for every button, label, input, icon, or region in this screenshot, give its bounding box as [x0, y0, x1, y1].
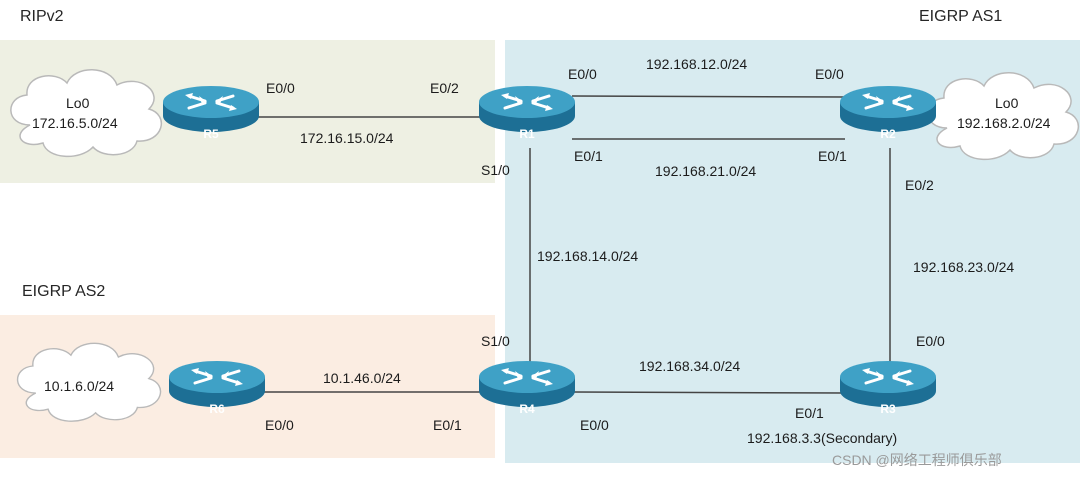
router-r1-label: R1	[519, 127, 535, 141]
router-icon	[161, 84, 261, 134]
iface-r1-e01: E0/1	[574, 148, 603, 164]
router-r2-label: R2	[880, 127, 896, 141]
subnet-r2-r3: 192.168.23.0/24	[913, 259, 1015, 275]
iface-r1-e00: E0/0	[568, 66, 597, 82]
subnet-r1-r4: 192.168.14.0/24	[537, 248, 639, 264]
iface-r1-s10: S1/0	[481, 162, 510, 178]
cloud-r2-line2: 192.168.2.0/24	[957, 115, 1051, 131]
router-r4-label: R4	[519, 402, 535, 416]
links	[258, 95, 891, 394]
router-r5-label: R5	[203, 127, 219, 141]
subnet-r5-r1: 172.16.15.0/24	[300, 130, 394, 146]
subnet-r4-r3: 192.168.34.0/24	[639, 358, 741, 374]
cloud-r2-line1: Lo0	[995, 95, 1019, 111]
router-icon	[477, 84, 577, 134]
cloud-r6-line1: 10.1.6.0/24	[44, 378, 115, 394]
iface-r2-e02: E0/2	[905, 177, 934, 193]
iface-r2-e00: E0/0	[815, 66, 844, 82]
router-r3-label: R3	[880, 402, 896, 416]
subnet-r1-r2-bottom: 192.168.21.0/24	[655, 163, 757, 179]
iface-r4-e01: E0/1	[433, 417, 462, 433]
router-icon	[838, 359, 938, 409]
subnet-r1-r2-top: 192.168.12.0/24	[646, 56, 748, 72]
iface-r4-s10: S1/0	[481, 333, 510, 349]
cloud-r5-line2: 172.16.5.0/24	[32, 115, 118, 131]
iface-r4-e00: E0/0	[580, 417, 609, 433]
router-icon	[477, 359, 577, 409]
iface-r3-e00: E0/0	[916, 333, 945, 349]
subnet-r6-r4: 10.1.46.0/24	[323, 370, 401, 386]
iface-r5-e00: E0/0	[266, 80, 295, 96]
rip-area-title: RIPv2	[20, 8, 64, 25]
iface-r2-e01: E0/1	[818, 148, 847, 164]
link-r1-r2-top	[571, 95, 846, 98]
eigrp-as1-title: EIGRP AS1	[919, 8, 1003, 25]
iface-r3-e01: E0/1	[795, 405, 824, 421]
router-icon	[167, 359, 267, 409]
iface-r6-e00: E0/0	[265, 417, 294, 433]
eigrp-as2-title: EIGRP AS2	[22, 283, 106, 300]
iface-r1-e02: E0/2	[430, 80, 459, 96]
router-r6-label: R6	[209, 402, 225, 416]
link-r4-r3	[573, 391, 847, 394]
subnet-r3-secondary: 192.168.3.3(Secondary)	[747, 430, 898, 446]
watermark: CSDN @网络工程师俱乐部	[832, 452, 1002, 468]
cloud-r5-line1: Lo0	[66, 95, 90, 111]
router-icon	[838, 84, 938, 134]
